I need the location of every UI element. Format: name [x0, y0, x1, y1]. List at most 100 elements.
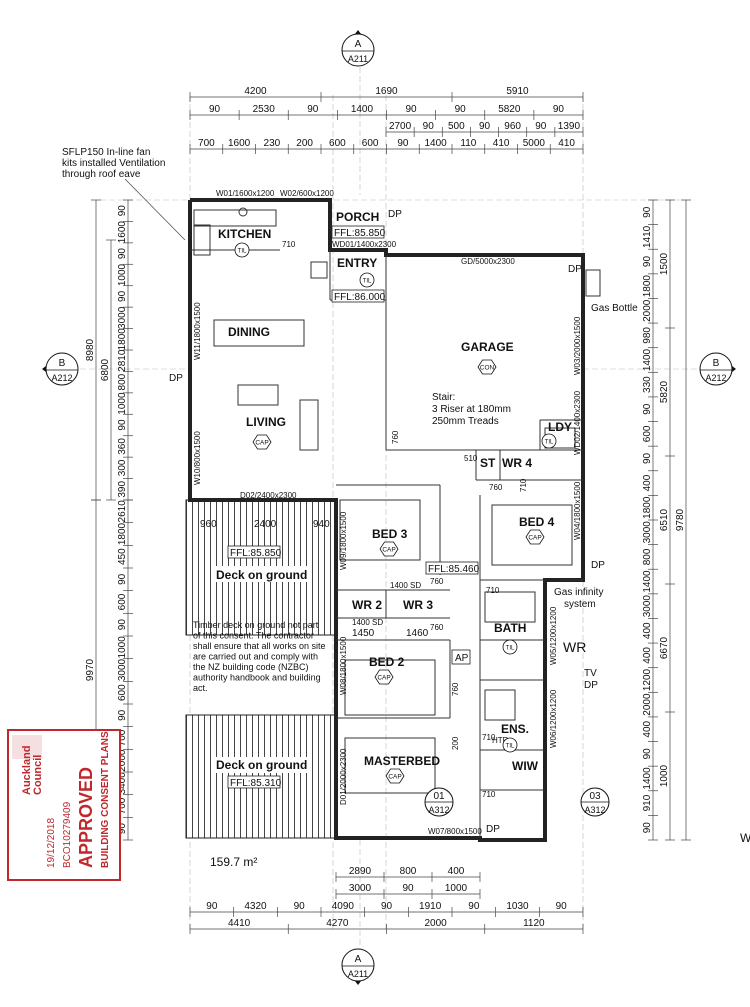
left-dims-inner-1-value: 300	[117, 459, 128, 476]
ffl-entry: FFL:86.000	[334, 292, 386, 303]
deck-note-line: are carried out and comply with	[193, 652, 318, 662]
dp-label-bed4: DP	[591, 560, 605, 571]
room-ldy: LDY	[548, 420, 572, 434]
stamp-org-1: Auckland	[21, 745, 33, 795]
right-dims-inner-value: 3000	[642, 521, 653, 544]
door-hall760: 760	[430, 577, 444, 586]
bottom-dims-row3-value: 90	[294, 901, 306, 912]
room-st: ST	[480, 456, 496, 470]
right-dims-inner-value: 3000	[642, 595, 653, 618]
top-dims-row4-value: 5000	[523, 138, 546, 149]
deck-note-line: Timber deck on ground not part	[193, 620, 319, 630]
top-dims-row3-value: 90	[423, 121, 435, 132]
bottom-dims-row3-value: 90	[556, 901, 568, 912]
room-porch: PORCH	[336, 210, 379, 224]
top-dims-row4-value: 700	[198, 138, 215, 149]
room-ens: ENS.	[501, 722, 529, 736]
bottom-dims-row4-value: 1120	[523, 918, 545, 929]
top-dims-row4-value: 600	[329, 138, 346, 149]
section-marker-bottom-letter: A	[355, 954, 362, 965]
bottom-dims-row3-value: 4090	[332, 901, 355, 912]
dim-1450: 1450	[352, 628, 375, 639]
left-dims-inner-2-value: 3400	[117, 772, 128, 795]
bottom-dims-row1-value: 800	[400, 866, 417, 877]
top-dims-row4-value: 1600	[228, 138, 251, 149]
section-marker-left-letter: B	[59, 358, 66, 369]
bottom-dims-row4-value: 4270	[326, 918, 349, 929]
stamp-plans: BUILDING CONSENT PLANS	[100, 731, 111, 868]
left-dims-outer-2-value: 9970	[85, 658, 96, 681]
ffl-hall: FFL:85.460	[428, 564, 480, 575]
master-cap-symbol: CAP	[385, 768, 405, 784]
window-wd01: WD01/1400x2300	[332, 240, 397, 249]
door-bath710: 710	[486, 586, 500, 595]
deck-dim-1: 960	[200, 519, 217, 530]
deck-2-label: Deck on ground	[216, 758, 307, 772]
window-w11: W11/1800x1500	[193, 302, 202, 360]
window-w05: W05/1200x1200	[549, 606, 558, 665]
deck-note-line: shall ensure that all works on site	[193, 641, 326, 651]
ap-label: AP	[455, 653, 469, 664]
window-w09: W09/1800x1500	[339, 511, 348, 570]
left-dims-inner-1-value: 1600	[117, 221, 128, 244]
top-dims-row4-value: 230	[264, 138, 281, 149]
dp-label-tv: DP	[584, 680, 598, 691]
right-dims-inner-value: 90	[642, 403, 653, 415]
top-dims-row4-value: 90	[397, 138, 409, 149]
left-dims-inner-1-value: 360	[117, 438, 128, 455]
stamp-org-2: Council	[32, 755, 44, 795]
bottom-dims-row3-value: 90	[381, 901, 393, 912]
right-dims-inner-value: 1800	[642, 275, 653, 298]
bottom-dims-row3-value: 4320	[244, 901, 267, 912]
door-bed2-760: 760	[451, 682, 460, 696]
garage-con-symbol: CON	[477, 359, 497, 375]
top-dims-row3-value: 500	[448, 121, 465, 132]
top-dims-row3-value: 90	[535, 121, 547, 132]
left-dims-inner-1-value: 90	[117, 290, 128, 302]
room-kitchen: KITCHEN	[218, 227, 271, 241]
door-ens710: 710	[482, 733, 496, 742]
section-marker-top-ref: A211	[348, 54, 368, 64]
svg-text:CAP: CAP	[382, 547, 395, 554]
furniture	[193, 207, 601, 794]
window-w02: W02/600x1200	[280, 189, 334, 198]
deck-labels: Deck on ground Deck on ground 960 2400 9…	[200, 519, 330, 773]
left-dims-inner-2-value: 600	[117, 684, 128, 701]
window-w10: W10/800x1500	[193, 431, 202, 485]
svg-text:TIL: TIL	[545, 440, 554, 446]
bath-til-symbol: TIL	[502, 639, 518, 655]
right-dims-mid-value: 1000	[659, 764, 670, 787]
dp-label-master: DP	[486, 824, 500, 835]
left-dims-mid: 6800	[100, 239, 116, 501]
bed2-cap-symbol: CAP	[374, 669, 394, 685]
room-wr2: WR 2	[352, 598, 382, 612]
fan-note-3: through roof eave	[62, 169, 141, 180]
top-dims-row4-value: 200	[296, 138, 313, 149]
section-marker-right-ref: A212	[705, 373, 726, 383]
window-w08: W08/1800x1500	[339, 636, 348, 695]
top-dims-row2-value: 90	[307, 104, 319, 115]
right-dims-inner-value: 330	[642, 376, 653, 393]
room-dining: DINING	[228, 325, 270, 339]
right-dims-inner-value: 1400	[642, 570, 653, 593]
stamp-approved: APPROVED	[76, 767, 96, 868]
dp-label-porch: DP	[388, 209, 402, 220]
stamp-date: 19/12/2018	[46, 818, 57, 868]
door-ldy760: 760	[391, 430, 400, 444]
kitchen-til-symbol: TIL	[234, 242, 250, 258]
room-labels: KITCHEN PORCH ENTRY DINING LIVING GARAGE…	[218, 210, 572, 773]
left-dims-inner-2-value: 700	[117, 797, 128, 814]
left-dims-outer-1-value: 8980	[85, 338, 96, 361]
left-dims-inner-1-value: 1000	[117, 263, 128, 286]
gas-bottle-label: Gas Bottle	[591, 303, 638, 314]
svg-text:CON: CON	[480, 365, 495, 372]
top-dims-row4-value: 600	[362, 138, 379, 149]
dp-label-living: DP	[169, 373, 183, 384]
right-dims-inner: 9014109018002000980140033090600904001800…	[642, 199, 658, 841]
right-dims-inner-value: 800	[642, 548, 653, 565]
